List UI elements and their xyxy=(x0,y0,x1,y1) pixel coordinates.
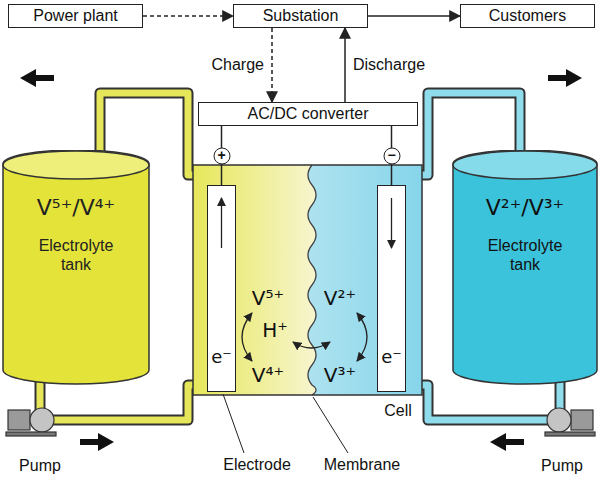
pump-base xyxy=(6,432,56,436)
edge-label: Charge xyxy=(212,56,264,74)
electrode-plate xyxy=(207,185,236,392)
electrolyte-tank: V²⁺/V³⁺ Electrolyte tank xyxy=(452,150,598,385)
connector xyxy=(143,15,233,17)
cell-negative-half xyxy=(193,165,422,395)
connector xyxy=(368,15,460,17)
ion-pair-label: V²⁺/V³⁺ xyxy=(486,196,564,220)
flow-arrow xyxy=(20,69,54,87)
converter-box: AC/DC converter xyxy=(198,102,418,126)
electron-flow-arrow xyxy=(391,198,392,248)
box-label: Customers xyxy=(489,7,566,25)
part-name: Cell xyxy=(384,402,412,420)
reaction-arrows xyxy=(242,313,367,361)
facility-box: Power plant xyxy=(8,4,143,28)
ion-label: V³⁺ xyxy=(324,364,356,386)
part-name: Pump xyxy=(19,457,61,475)
connector xyxy=(344,28,346,102)
pumps xyxy=(6,408,595,436)
reaction-arrow xyxy=(357,313,367,361)
membrane-line xyxy=(308,165,316,395)
ion-label: V⁵⁺ xyxy=(252,287,284,309)
part-name: Membrane xyxy=(324,456,400,474)
flow-arrow xyxy=(490,433,524,451)
tank-top xyxy=(453,151,597,179)
ion-pair-label: V⁵⁺/V⁴⁺ xyxy=(37,196,115,220)
box-label: Substation xyxy=(263,7,339,25)
electrolyte-tank: V⁵⁺/V⁴⁺ Electrolyte tank xyxy=(2,150,150,385)
pump-motor xyxy=(571,410,593,430)
cell-positive-half xyxy=(193,165,316,395)
connector xyxy=(271,28,273,102)
terminal-symbol: − xyxy=(383,147,400,164)
tank-name: Electrolyte tank xyxy=(475,236,575,274)
pump-motor xyxy=(8,410,30,430)
ion-label: H⁺ xyxy=(262,319,288,341)
edge-label: Discharge xyxy=(353,56,425,74)
part-name: Electrode xyxy=(223,456,291,474)
box-label: Power plant xyxy=(33,7,118,25)
tank-body xyxy=(453,150,597,384)
leader-line xyxy=(223,394,244,453)
box-label: AC/DC converter xyxy=(248,105,369,123)
leader-line xyxy=(313,397,348,453)
tank-body xyxy=(3,150,149,384)
pump-base xyxy=(545,432,595,436)
electrode: e⁻ xyxy=(377,185,406,392)
flow-arrow xyxy=(548,69,582,87)
electron-flow-arrow xyxy=(221,198,222,248)
electrode: e⁻ xyxy=(207,185,236,392)
tank-top xyxy=(3,151,149,179)
pump-housing xyxy=(30,408,54,432)
pump-housing xyxy=(547,408,571,432)
part-name: Pump xyxy=(541,457,583,475)
tank-name: Electrolyte tank xyxy=(26,236,126,274)
electron-label: e⁻ xyxy=(211,346,232,367)
terminal-symbol: + xyxy=(213,147,230,164)
flow-arrow xyxy=(80,433,114,451)
ion-label: V²⁺ xyxy=(324,287,356,309)
reaction-arrow xyxy=(242,313,252,361)
proton-arrow xyxy=(293,342,330,348)
electrode-plate xyxy=(377,185,406,392)
ion-label: V⁴⁺ xyxy=(252,364,284,386)
electron-label: e⁻ xyxy=(381,346,402,367)
cell-outline xyxy=(193,165,422,395)
leader-lines xyxy=(223,394,348,453)
facility-box: Customers xyxy=(460,4,595,28)
facility-box: Substation xyxy=(233,4,368,28)
